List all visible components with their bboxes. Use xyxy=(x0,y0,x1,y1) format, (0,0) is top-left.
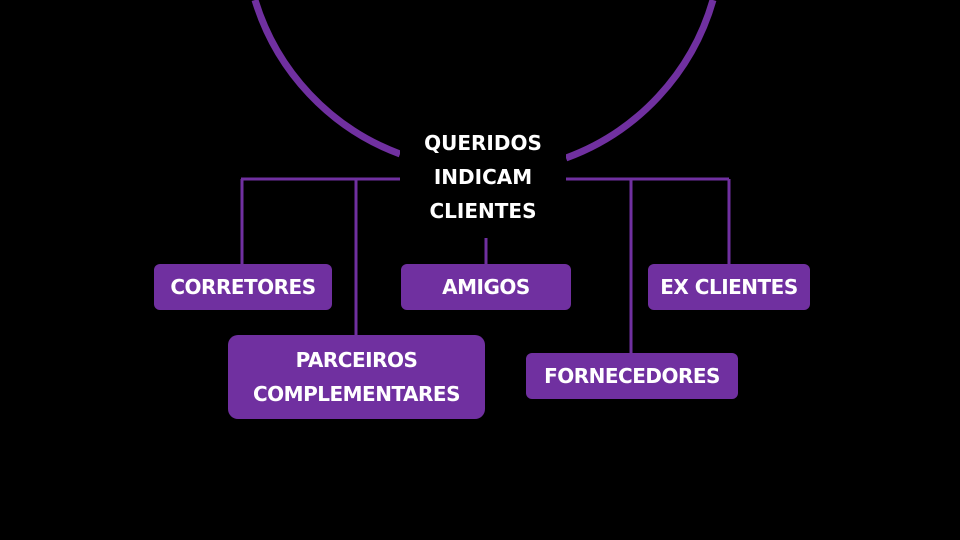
node-ex-clientes: EX CLIENTES xyxy=(648,264,810,310)
top-arc-right xyxy=(564,0,717,162)
node-amigos-label: AMIGOS xyxy=(442,275,530,299)
node-parceiros-complementares: PARCEIROS COMPLEMENTARES xyxy=(228,335,485,419)
top-arc xyxy=(251,0,402,158)
node-corretores: CORRETORES xyxy=(154,264,332,310)
node-parceiros-line-1: PARCEIROS xyxy=(295,348,418,372)
center-title-line-1: QUERIDOS xyxy=(424,131,542,155)
center-title-line-3: CLIENTES xyxy=(429,199,537,223)
node-amigos: AMIGOS xyxy=(401,264,571,310)
center-title: QUERIDOS INDICAM CLIENTES xyxy=(400,126,566,238)
node-fornecedores: FORNECEDORES xyxy=(526,353,738,399)
node-parceiros-line-2: COMPLEMENTARES xyxy=(253,382,460,406)
center-title-line-2: INDICAM xyxy=(433,165,533,189)
node-ex-clientes-label: EX CLIENTES xyxy=(660,275,798,299)
node-fornecedores-label: FORNECEDORES xyxy=(544,364,720,388)
node-corretores-label: CORRETORES xyxy=(170,275,316,299)
